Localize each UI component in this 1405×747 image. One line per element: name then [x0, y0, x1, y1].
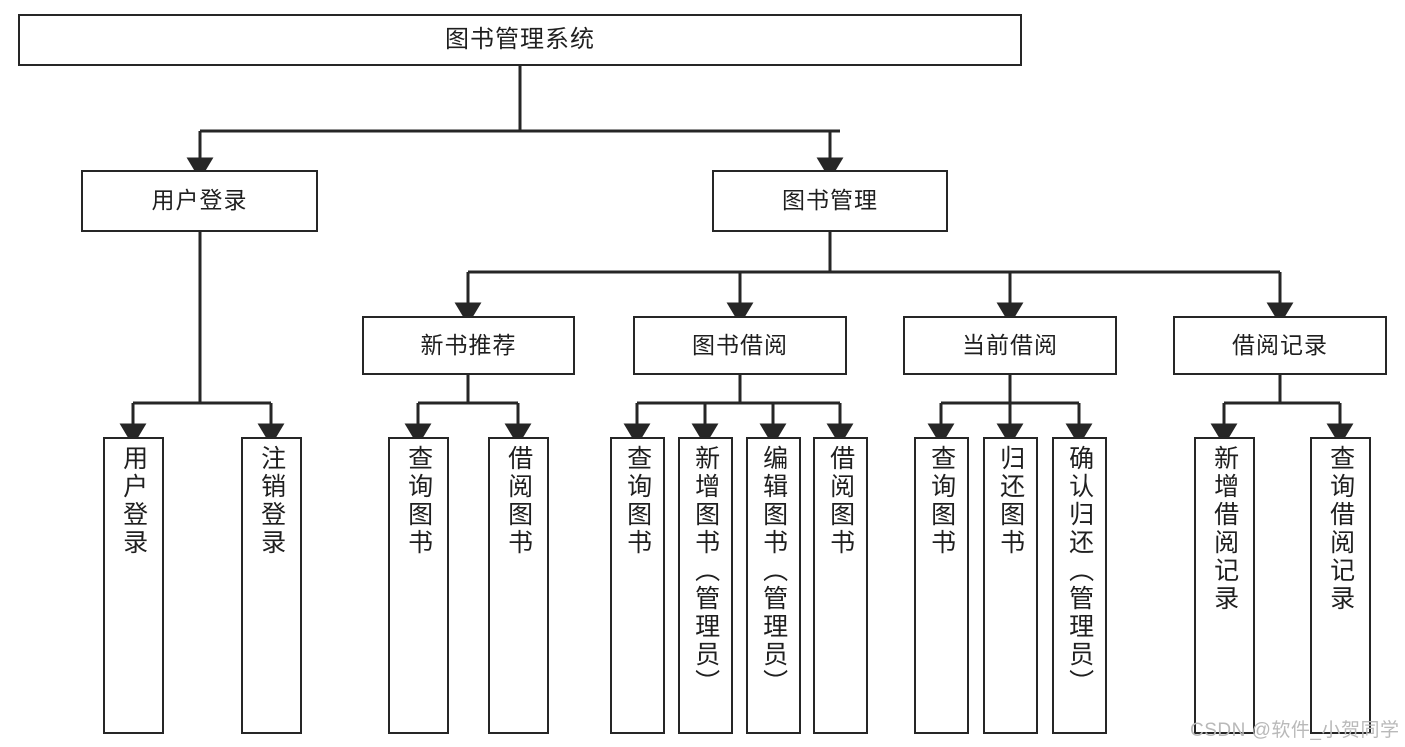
- node-borrow-record[interactable]: 借阅记录: [1173, 316, 1387, 375]
- node-leaf-query-book-3[interactable]: 查询图书: [914, 437, 969, 734]
- node-new-book-recommend[interactable]: 新书推荐: [362, 316, 575, 375]
- node-leaf-query-book-3-label: 查询图书: [927, 445, 956, 557]
- node-leaf-return-book-label: 归还图书: [996, 445, 1025, 557]
- node-leaf-query-record[interactable]: 查询借阅记录: [1310, 437, 1371, 734]
- node-book-management-label: 图书管理: [782, 187, 878, 214]
- node-leaf-add-record[interactable]: 新增借阅记录: [1194, 437, 1255, 734]
- node-leaf-confirm-return-label: 确认归还（管理员）: [1065, 445, 1094, 697]
- node-leaf-borrow-book-2-label: 借阅图书: [826, 445, 855, 557]
- node-current-borrow[interactable]: 当前借阅: [903, 316, 1117, 375]
- node-leaf-add-book-label: 新增图书（管理员）: [691, 445, 720, 697]
- node-user-login-label: 用户登录: [151, 187, 248, 214]
- node-leaf-edit-book-label: 编辑图书（管理员）: [759, 445, 788, 697]
- node-leaf-query-book-1-label: 查询图书: [404, 445, 433, 557]
- node-leaf-user-login[interactable]: 用户登录: [103, 437, 164, 734]
- node-leaf-return-book[interactable]: 归还图书: [983, 437, 1038, 734]
- node-leaf-add-record-label: 新增借阅记录: [1210, 445, 1239, 613]
- node-leaf-confirm-return[interactable]: 确认归还（管理员）: [1052, 437, 1107, 734]
- node-leaf-query-record-label: 查询借阅记录: [1326, 445, 1355, 613]
- node-leaf-borrow-book-2[interactable]: 借阅图书: [813, 437, 868, 734]
- node-root[interactable]: 图书管理系统: [18, 14, 1022, 66]
- node-book-borrow-label: 图书借阅: [692, 331, 788, 358]
- node-leaf-query-book-2-label: 查询图书: [623, 445, 652, 557]
- node-current-borrow-label: 当前借阅: [962, 331, 1058, 358]
- node-leaf-borrow-book-1[interactable]: 借阅图书: [488, 437, 549, 734]
- csdn-watermark: CSDN @软件_小贺同学: [1190, 720, 1400, 741]
- node-user-login[interactable]: 用户登录: [81, 170, 318, 232]
- node-borrow-record-label: 借阅记录: [1232, 331, 1328, 358]
- node-leaf-add-book[interactable]: 新增图书（管理员）: [678, 437, 733, 734]
- node-leaf-query-book-1[interactable]: 查询图书: [388, 437, 449, 734]
- node-book-borrow[interactable]: 图书借阅: [633, 316, 847, 375]
- node-leaf-query-book-2[interactable]: 查询图书: [610, 437, 665, 734]
- node-book-management[interactable]: 图书管理: [712, 170, 948, 232]
- node-leaf-user-login-label: 用户登录: [119, 445, 148, 557]
- node-leaf-borrow-book-1-label: 借阅图书: [504, 445, 533, 557]
- node-leaf-logout-label: 注销登录: [257, 445, 286, 557]
- node-new-book-recommend-label: 新书推荐: [420, 331, 517, 358]
- node-root-label: 图书管理系统: [445, 25, 595, 53]
- node-leaf-edit-book[interactable]: 编辑图书（管理员）: [746, 437, 801, 734]
- node-leaf-logout[interactable]: 注销登录: [241, 437, 302, 734]
